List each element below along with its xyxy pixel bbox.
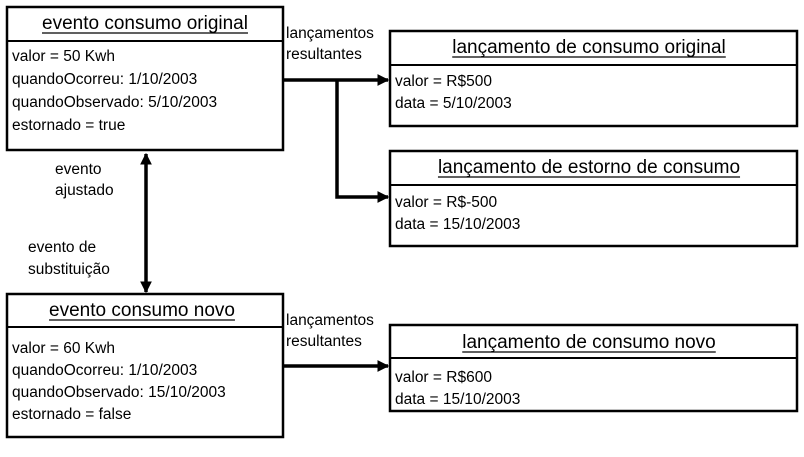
entry-reversal-frame — [388, 149, 799, 248]
event-new-box: evento consumo novo valor = 60 Kwh quand… — [5, 292, 285, 439]
entry-new-attr-date: data = 15/10/2003 — [395, 391, 520, 408]
entry-original-attr-date: data = 5/10/2003 — [395, 95, 512, 112]
event-original-box: evento consumo original valor = 50 Kwh q… — [5, 5, 285, 152]
entry-original-box: lançamento de consumo original valor = R… — [388, 29, 799, 128]
entry-original-title: lançamento de consumo original — [452, 37, 726, 58]
adjusted-event-label-line2: ajustado — [55, 182, 114, 199]
entry-new-attr-value: valor = R$600 — [395, 369, 492, 386]
replacement-event-label-line1: evento de — [28, 239, 96, 256]
entry-reversal-box: lançamento de estorno de consumo valor =… — [388, 149, 799, 248]
entry-reversal-attr-value: valor = R$-500 — [395, 194, 497, 211]
event-original-attr-occurred: quandoOcorreu: 1/10/2003 — [12, 71, 197, 88]
event-original-title: evento consumo original — [42, 13, 248, 34]
entry-new-title: lançamento de consumo novo — [462, 332, 716, 353]
entry-reversal-title: lançamento de estorno de consumo — [438, 157, 740, 178]
event-new-attr-value: valor = 60 Kwh — [12, 340, 115, 357]
resulting-top-label-line1: lançamentos — [286, 25, 374, 42]
resulting-top-label-line2: resultantes — [286, 46, 362, 63]
event-new-attr-reversed: estornado = false — [12, 406, 131, 423]
event-original-attr-value: valor = 50 Kwh — [12, 48, 115, 65]
replacement-event-label-line2: substituição — [28, 261, 110, 278]
resulting-bottom-label-line2: resultantes — [286, 333, 362, 350]
entry-original-frame — [388, 29, 799, 128]
event-new-frame — [5, 292, 285, 439]
entry-reversal-attr-date: data = 15/10/2003 — [395, 216, 520, 233]
entry-original-attr-value: valor = R$500 — [395, 73, 492, 90]
event-new-attr-observed: quandoObservado: 15/10/2003 — [12, 384, 226, 401]
event-original-attr-reversed: estornado = true — [12, 117, 125, 134]
event-original-frame — [5, 5, 285, 152]
event-new-attr-occurred: quandoOcorreu: 1/10/2003 — [12, 362, 197, 379]
event-new-title: evento consumo novo — [49, 300, 235, 321]
entry-new-box: lançamento de consumo novo valor = R$600… — [388, 323, 799, 413]
entry-new-frame — [388, 323, 799, 413]
adjusted-event-label-line1: evento — [55, 161, 102, 178]
resulting-bottom-label-line1: lançamentos — [286, 312, 374, 329]
arrow-to-reversal-entry — [335, 80, 390, 203]
event-original-attr-observed: quandoObservado: 5/10/2003 — [12, 94, 217, 111]
resulting-entries-top-connector — [284, 74, 390, 203]
